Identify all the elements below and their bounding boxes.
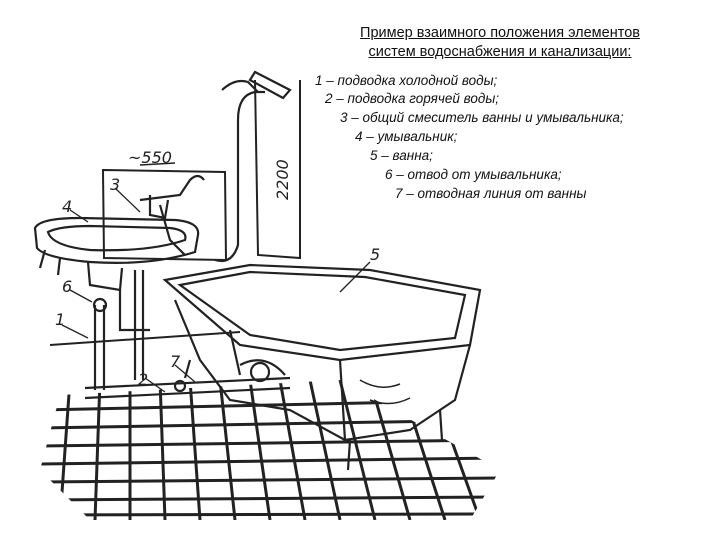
title-line-2: систем водоснабжения и канализации: <box>368 44 632 60</box>
callout-1: 1 <box>55 310 65 329</box>
callout-leaders <box>61 187 371 393</box>
sink <box>33 216 200 292</box>
dimension-sink-height: ~550 <box>128 148 172 167</box>
legend-item-4: 4 – умывальник; <box>355 129 458 144</box>
legend-item-2: 2 – подводка горячей воды; <box>325 91 500 106</box>
callout-5: 5 <box>370 245 380 264</box>
diagram-title: Пример взаимного положения элементов сис… <box>290 24 710 62</box>
callout-6: 6 <box>62 277 72 296</box>
legend-item-1: 1 – подводка холодной воды; <box>315 73 498 88</box>
dimension-tick <box>139 162 176 166</box>
callout-3: 3 <box>110 175 120 194</box>
legend-item-3: 3 – общий смеситель ванны и умывальника; <box>340 110 624 125</box>
mixer-and-shower <box>139 70 292 263</box>
title-line-1: Пример взаимного положения элементов <box>360 25 640 41</box>
bathtub <box>162 263 482 471</box>
wall-outline <box>254 79 301 260</box>
floor-tiles <box>40 380 500 520</box>
dimension-shower-height: 2200 <box>273 159 292 200</box>
legend-item-5: 5 – ванна; <box>370 148 433 163</box>
callout-7: 7 <box>170 352 181 371</box>
floor-wall-line <box>49 331 241 346</box>
pipes <box>84 270 291 400</box>
callout-2: 2 <box>138 370 148 389</box>
legend-item-7: 7 – отводная линия от ванны <box>395 186 587 201</box>
legend-item-6: 6 – отвод от умывальника; <box>385 167 562 182</box>
callout-4: 4 <box>62 197 72 216</box>
